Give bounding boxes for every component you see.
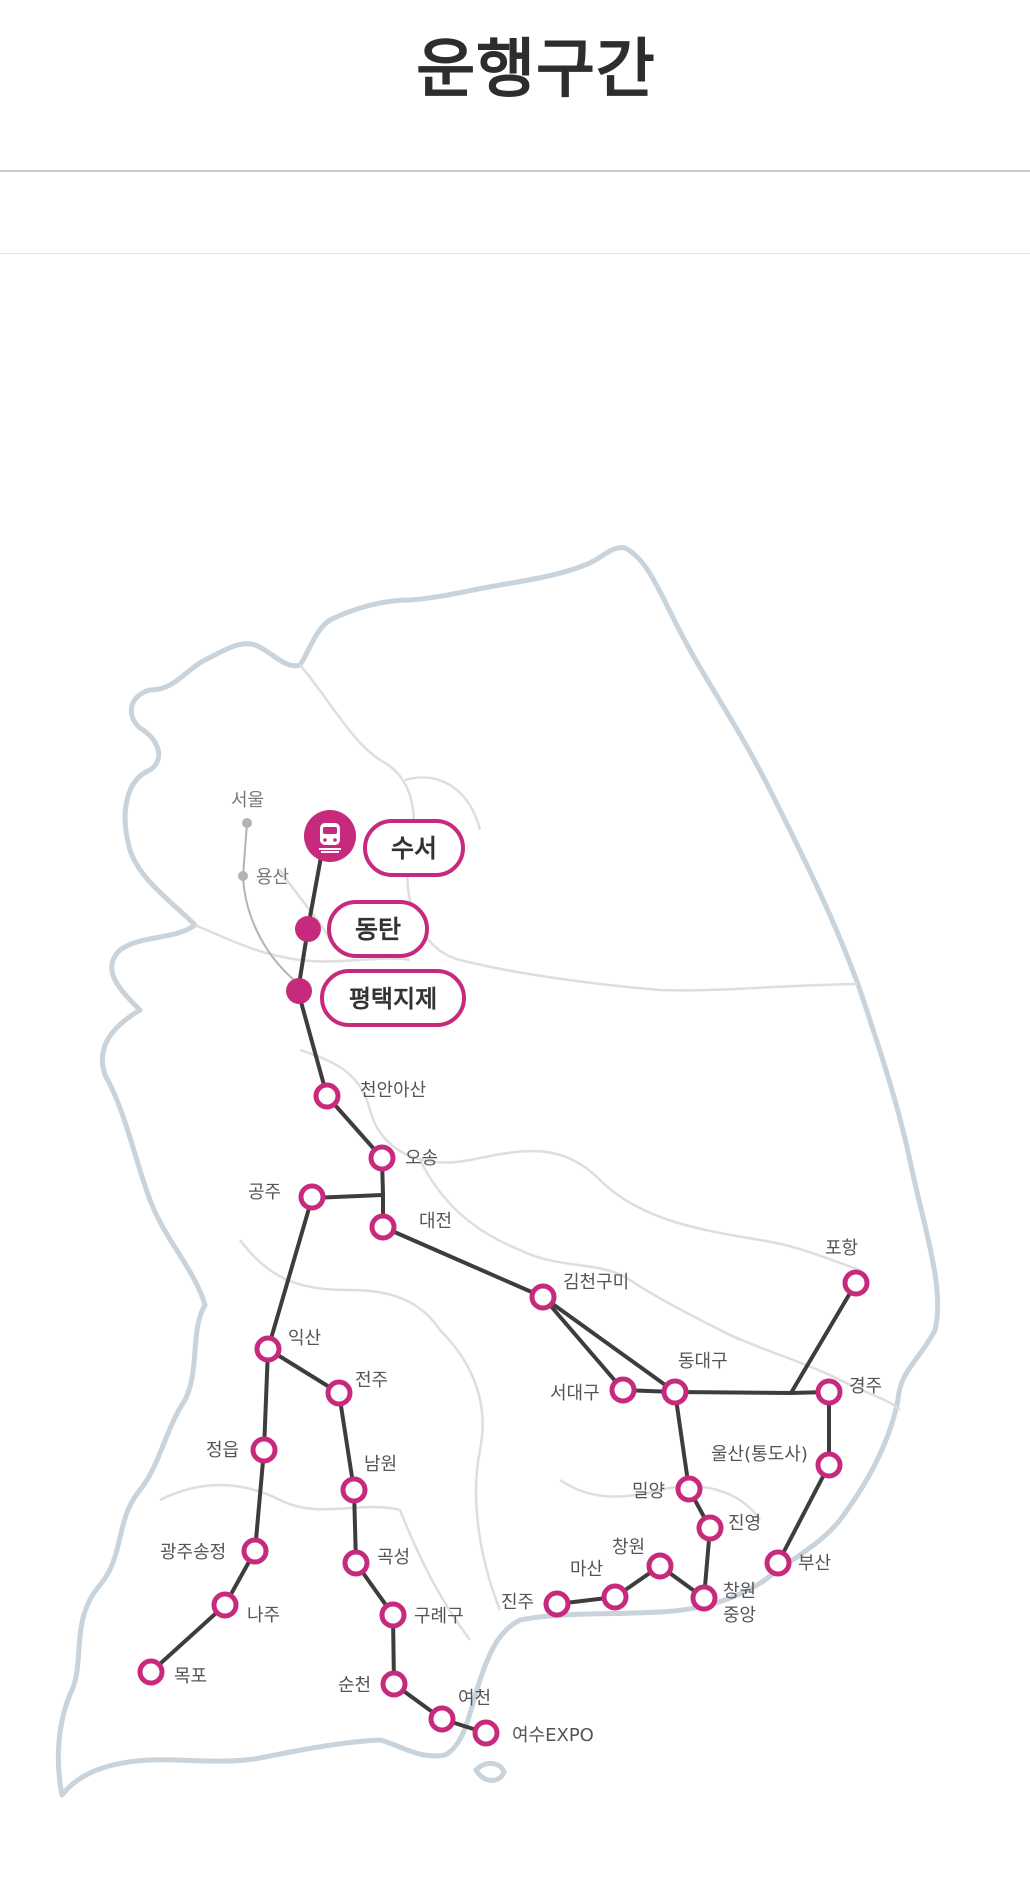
station-dot[interactable]	[369, 1213, 397, 1241]
station-label: 순천	[338, 1675, 371, 1696]
station-label: 여수EXPO	[512, 1725, 594, 1746]
station-dot[interactable]	[661, 1378, 689, 1406]
station-dot[interactable]	[543, 1590, 571, 1618]
station-dot[interactable]	[690, 1584, 718, 1612]
station-label: 진영	[728, 1513, 761, 1534]
station-dot[interactable]	[764, 1549, 792, 1577]
station-dot[interactable]	[250, 1436, 278, 1464]
station-label: 김천구미	[563, 1272, 629, 1293]
station-label: 대전	[419, 1211, 452, 1232]
page-header: 운행구간	[0, 0, 1030, 172]
station-dot[interactable]	[340, 1476, 368, 1504]
seoul-line	[238, 818, 301, 986]
region-borders	[159, 664, 901, 1641]
station-label-suseo: 수서	[391, 834, 437, 863]
station-dot[interactable]	[342, 1549, 370, 1577]
station-label: 여천	[458, 1688, 491, 1709]
station-label: 진주	[501, 1592, 534, 1613]
station-label: 서대구	[550, 1383, 600, 1404]
station-label: 밀양	[632, 1481, 665, 1502]
train-icon	[319, 823, 341, 853]
sub-bar	[0, 172, 1030, 254]
station-label: 포항	[825, 1238, 858, 1259]
station-label: 창원	[723, 1581, 756, 1602]
station-label: 울산(통도사)	[711, 1444, 808, 1465]
station-label: 익산	[288, 1328, 321, 1349]
station-dot[interactable]	[241, 1537, 269, 1565]
station-label: 부산	[798, 1553, 831, 1574]
station-label: 전주	[355, 1370, 388, 1391]
station-pyeongtaek-dot[interactable]	[286, 978, 312, 1004]
station-label: 남원	[364, 1454, 397, 1475]
highlight-stations	[286, 810, 356, 1004]
station-dot[interactable]	[368, 1144, 396, 1172]
page-title: 운행구간	[416, 33, 656, 107]
station-dongtan-dot[interactable]	[295, 916, 321, 942]
station-label: 동대구	[678, 1351, 728, 1372]
station-label-seoul: 서울	[231, 790, 264, 811]
station-dot[interactable]	[472, 1719, 500, 1747]
station-dot[interactable]	[211, 1591, 239, 1619]
station-label: 중앙	[723, 1605, 756, 1626]
station-label-pyeongtaek: 평택지제	[349, 985, 437, 1013]
station-dot-seoul[interactable]	[242, 818, 252, 828]
route-map-svg: 수서 동탄 평택지제 서울 용산 천안아산 오송 공주 대전 김천구미 포항 익…	[55, 545, 941, 1798]
station-dot[interactable]	[313, 1082, 341, 1110]
station-label: 공주	[248, 1182, 281, 1203]
station-dot[interactable]	[842, 1269, 870, 1297]
station-dot[interactable]	[815, 1451, 843, 1479]
station-label: 경주	[849, 1376, 882, 1397]
station-label: 구례구	[414, 1606, 464, 1627]
station-dot[interactable]	[137, 1658, 165, 1686]
highlight-labels: 수서 동탄 평택지제	[320, 819, 466, 1027]
station-dot[interactable]	[675, 1475, 703, 1503]
label-pill-pyeongtaek[interactable]	[320, 969, 466, 1027]
station-dots	[137, 1082, 870, 1747]
station-dot[interactable]	[815, 1378, 843, 1406]
station-label-yongsan: 용산	[256, 867, 289, 888]
station-dot[interactable]	[696, 1514, 724, 1542]
label-pill-suseo[interactable]	[363, 819, 465, 877]
station-label-dongtan: 동탄	[355, 915, 401, 944]
station-dot-yongsan[interactable]	[238, 871, 248, 881]
station-dot[interactable]	[325, 1379, 353, 1407]
station-dot[interactable]	[254, 1335, 282, 1363]
station-dot[interactable]	[601, 1583, 629, 1611]
label-pill-dongtan[interactable]	[327, 900, 429, 958]
station-label: 정읍	[206, 1440, 239, 1461]
station-label: 목포	[174, 1666, 207, 1687]
station-label: 곡성	[377, 1547, 410, 1568]
station-label: 광주송정	[160, 1542, 226, 1563]
station-dot[interactable]	[529, 1283, 557, 1311]
station-label: 천안아산	[360, 1080, 426, 1101]
station-dot[interactable]	[380, 1670, 408, 1698]
station-label: 나주	[247, 1605, 280, 1626]
station-label: 오송	[405, 1148, 438, 1169]
station-dot[interactable]	[379, 1601, 407, 1629]
station-dot[interactable]	[428, 1705, 456, 1733]
route-map: 수서 동탄 평택지제 서울 용산 천안아산 오송 공주 대전 김천구미 포항 익…	[0, 254, 1030, 1879]
peninsula-outline	[55, 545, 941, 1798]
station-labels: 천안아산 오송 공주 대전 김천구미 포항 익산 전주 동대구 서대구 경주 정…	[160, 1080, 882, 1746]
station-dot[interactable]	[646, 1552, 674, 1580]
station-dot[interactable]	[298, 1183, 326, 1211]
station-label: 창원	[612, 1537, 645, 1558]
station-label: 마산	[570, 1559, 603, 1580]
station-dot[interactable]	[609, 1376, 637, 1404]
